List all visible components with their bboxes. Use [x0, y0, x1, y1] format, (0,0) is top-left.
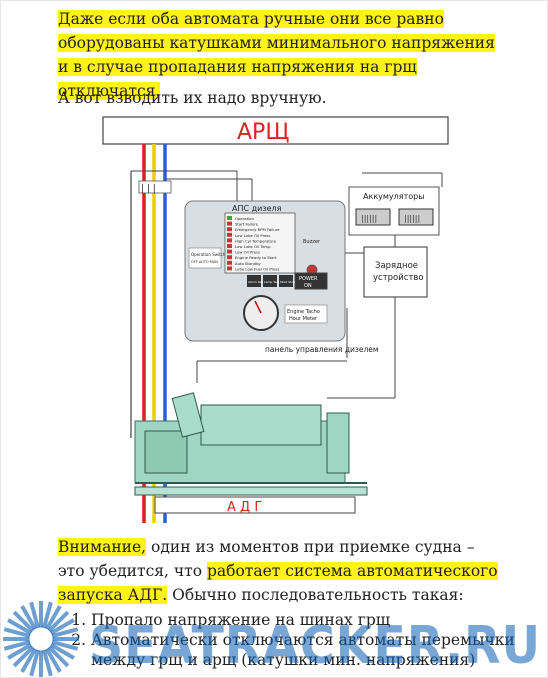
- panel-button-label: Alarm Reset: [248, 280, 267, 284]
- generator-illustration: [134, 392, 368, 496]
- sequence-intro: Обычно последовательность такая:: [167, 586, 464, 604]
- switch-positions: OFF AUTO MAN: [191, 260, 218, 264]
- sunburst-logo-icon: [3, 601, 79, 677]
- status-lamp: [227, 227, 232, 232]
- status-item-label: Low Lube Oil Temp: [235, 244, 271, 249]
- buzzer-label: Buzzer: [303, 239, 321, 245]
- sequence-list: Пропало напряжение на шинах грщ Автомати…: [75, 610, 515, 670]
- switch-label: Operation Switch: [191, 252, 226, 257]
- status-lamp: [227, 238, 232, 243]
- attention-highlight: Внимание,: [58, 538, 147, 556]
- svg-text:||||||: ||||||: [404, 214, 420, 223]
- power-label: POWER: [299, 276, 318, 282]
- panel-button-label: Start Stop: [280, 280, 295, 284]
- status-item-label: Lube Low Fuel Oil Press: [235, 266, 279, 271]
- status-lamp: [227, 255, 232, 260]
- attention-text: один из моментов при приемке судна – это…: [58, 538, 475, 580]
- svg-text:| | |: | | |: [141, 184, 156, 194]
- status-item-label: Emergency RPM Failure: [235, 227, 280, 232]
- adg-bar: [154, 496, 356, 514]
- list-item-continuation: между грщ и арщ (катушки мин. напряжения…: [91, 651, 476, 669]
- adg-label: А Д Г: [227, 500, 262, 515]
- status-lamp: [227, 221, 232, 226]
- arsh-bar: [102, 116, 449, 145]
- status-item-label: Low Oil Press: [235, 250, 260, 255]
- panel-button: [263, 275, 277, 287]
- batteries-label: Аккумуляторы: [363, 192, 425, 201]
- panel-button: [247, 275, 261, 287]
- panel-caption: панель управления дизелем: [265, 345, 379, 354]
- status-lamp: [227, 244, 232, 248]
- status-item-label: High Cyl Temperature: [235, 238, 277, 243]
- list-item: Автоматически отключаются автоматы перем…: [91, 630, 515, 670]
- status-lamp: [227, 216, 232, 220]
- status-item-label: Operation: [235, 216, 254, 221]
- status-item-label: Start Failure: [235, 222, 259, 227]
- manual-reset-line: А вот взводить их надо вручную.: [58, 89, 327, 107]
- svg-text:||||||: ||||||: [361, 214, 377, 223]
- panel-title: АПС дизеля: [232, 204, 282, 213]
- charger-box: [363, 246, 428, 298]
- status-lamp: [227, 266, 232, 271]
- status-item-label: Low Lube Oil Press: [235, 233, 270, 238]
- panel-button: [279, 275, 293, 287]
- status-item-label: Auto Standby: [235, 261, 261, 266]
- arsh-label: АРЩ: [237, 120, 289, 145]
- power-state: ON: [304, 283, 312, 289]
- status-lamp: [227, 232, 232, 237]
- list-item: Пропало напряжение на шинах грщ: [91, 610, 515, 630]
- charger-label-1: Зарядное: [375, 261, 418, 271]
- list-item-text: Автоматически отключаются автоматы перем…: [91, 631, 515, 649]
- intro-paragraph: Даже если оба автомата ручные они все ра…: [58, 7, 498, 103]
- charger-label-2: устройство: [373, 273, 424, 283]
- status-lamp: [227, 249, 232, 254]
- status-lamp: [227, 260, 232, 265]
- tacho-label: Engine Tacho: [287, 309, 320, 315]
- panel-button-label: Lamp Test: [264, 280, 280, 284]
- hour-meter-label: Hour Meter: [289, 316, 318, 322]
- attention-paragraph: Внимание, один из моментов при приемке с…: [58, 535, 498, 607]
- status-item-label: Engine Ready to Start: [235, 255, 277, 260]
